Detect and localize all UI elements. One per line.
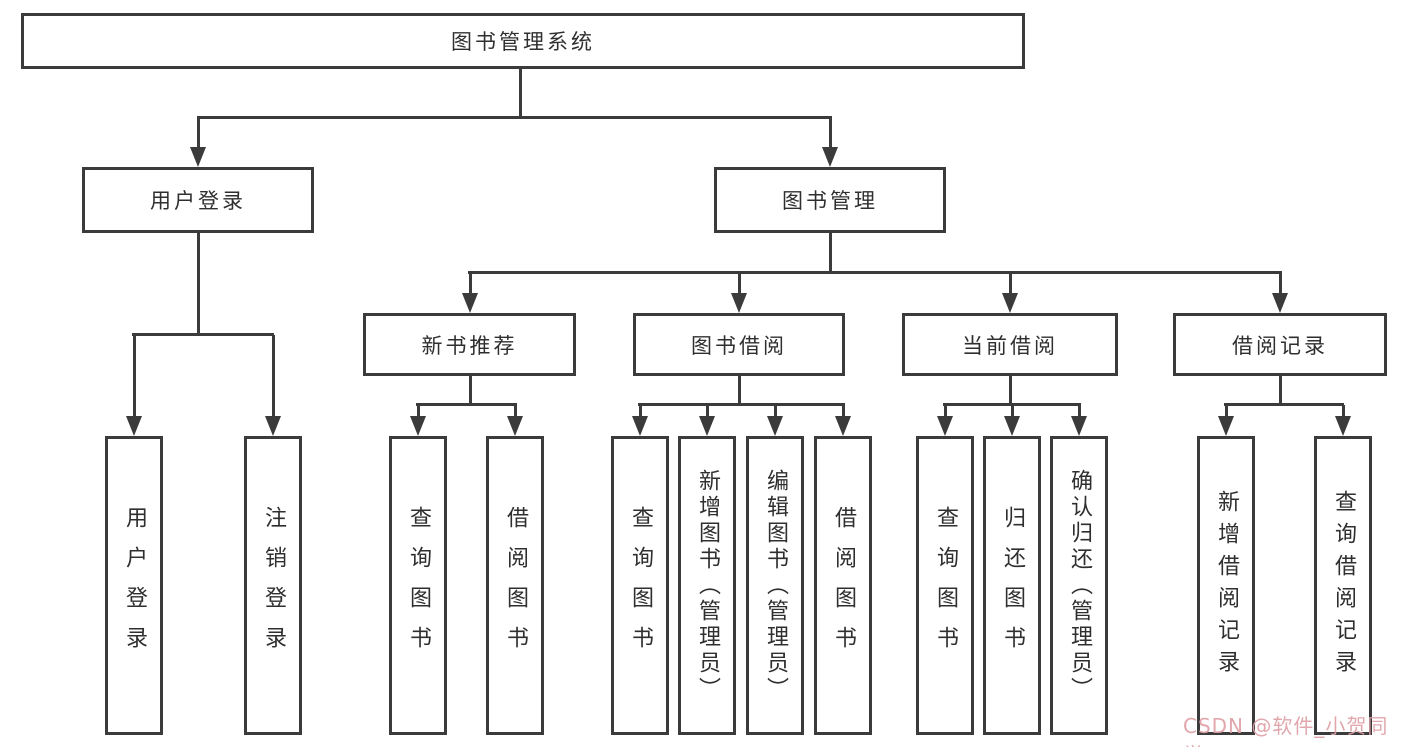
node-book-mgmt-label: 图书管理 — [782, 189, 878, 213]
leaf-add-borrow-record: 新增借阅记录 — [1197, 436, 1255, 735]
connector-root-drop — [519, 69, 522, 118]
node-root-label: 图书管理系统 — [451, 30, 595, 54]
node-borrow-record: 借阅记录 — [1173, 313, 1387, 376]
leaf-logout: 注销登录 — [244, 436, 302, 735]
arrow-down-icon — [507, 416, 523, 436]
leaf-borrow-books-recommend-label: 借阅图书 — [503, 505, 528, 666]
leaf-query-books-current: 查询图书 — [916, 436, 974, 735]
connector-user-leaf1-stem — [133, 335, 136, 416]
connector-group2-leaf4-stem — [842, 405, 845, 417]
connector-group2-rail — [638, 403, 845, 406]
connector-group4-leaf1-stem — [1225, 405, 1228, 417]
arrow-down-icon — [822, 147, 838, 167]
connector-group2-leaf3-stem — [774, 405, 777, 417]
connector-group3-leaf1-stem — [944, 405, 947, 417]
leaf-edit-books-admin: 编辑图书（管理员） — [746, 436, 804, 735]
connector-group2-drop — [738, 376, 741, 405]
leaf-user-login: 用户登录 — [105, 436, 163, 735]
leaf-query-books-borrow-label: 查询图书 — [628, 505, 653, 666]
leaf-query-books-borrow: 查询图书 — [611, 436, 669, 735]
arrow-down-icon — [699, 416, 715, 436]
node-user-login: 用户登录 — [82, 167, 314, 233]
arrow-down-icon — [937, 416, 953, 436]
arrow-down-icon — [731, 293, 747, 313]
node-current-borrow-label: 当前借阅 — [962, 333, 1058, 358]
connector-group3-drop — [1009, 376, 1012, 405]
connector-group3-rail — [943, 403, 1081, 406]
connector-group4-leaf2-stem — [1342, 405, 1345, 417]
connector-group3-leaf3-stem — [1078, 405, 1081, 417]
connector-group4-rail — [1224, 403, 1344, 406]
connector-user-login-rail — [132, 333, 274, 336]
connector-level2-rail — [468, 271, 1282, 274]
connector-group1-leaf2-stem — [514, 405, 517, 417]
connector-group1-leaf1-stem — [417, 405, 420, 417]
connector-group2-leaf2-stem — [706, 405, 709, 417]
connector-group1-rail — [416, 403, 517, 406]
connector-group1-drop — [469, 376, 472, 405]
connector-group2-stem — [738, 273, 741, 293]
leaf-logout-label: 注销登录 — [261, 505, 286, 666]
arrow-down-icon — [1218, 416, 1234, 436]
arrow-down-icon — [1002, 293, 1018, 313]
connector-group2-leaf1-stem — [639, 405, 642, 417]
leaf-query-borrow-record-label: 查询借阅记录 — [1331, 489, 1356, 682]
arrow-down-icon — [767, 416, 783, 436]
node-new-book-recommend-label: 新书推荐 — [421, 333, 518, 358]
leaf-confirm-return-admin-label: 确认归还（管理员） — [1067, 468, 1092, 703]
leaf-query-books-current-label: 查询图书 — [933, 505, 958, 666]
connector-user-leaf2-stem — [272, 335, 275, 416]
leaf-add-borrow-record-label: 新增借阅记录 — [1214, 489, 1239, 682]
arrow-down-icon — [126, 416, 142, 436]
csdn-watermark: CSDN @软件_小贺同学 — [1183, 714, 1389, 747]
leaf-user-login-label: 用户登录 — [122, 505, 147, 666]
node-book-borrow: 图书借阅 — [633, 313, 845, 376]
connector-group3-stem — [1009, 273, 1012, 293]
leaf-confirm-return-admin: 确认归还（管理员） — [1050, 436, 1108, 735]
leaf-return-books: 归还图书 — [983, 436, 1041, 735]
connector-user-login-drop — [197, 233, 200, 335]
leaf-borrow-books: 借阅图书 — [814, 436, 872, 735]
leaf-add-books-admin-label: 新增图书（管理员） — [695, 468, 720, 703]
connector-book-mgmt-stem — [829, 118, 832, 148]
node-borrow-record-label: 借阅记录 — [1232, 333, 1328, 358]
node-book-mgmt: 图书管理 — [714, 167, 946, 233]
arrow-down-icon — [462, 293, 478, 313]
node-new-book-recommend: 新书推荐 — [363, 313, 576, 376]
node-book-borrow-label: 图书借阅 — [691, 333, 787, 358]
leaf-edit-books-admin-label: 编辑图书（管理员） — [763, 468, 788, 703]
connector-user-login-stem — [197, 118, 200, 148]
leaf-add-books-admin: 新增图书（管理员） — [678, 436, 736, 735]
connector-group4-stem — [1279, 273, 1282, 293]
connector-book-mgmt-drop — [829, 233, 832, 273]
connector-group1-stem — [469, 273, 472, 293]
arrow-down-icon — [835, 416, 851, 436]
connector-level1-rail — [197, 116, 832, 119]
leaf-query-books-recommend-label: 查询图书 — [406, 505, 431, 666]
arrow-down-icon — [265, 416, 281, 436]
leaf-borrow-books-label: 借阅图书 — [831, 505, 856, 666]
arrow-down-icon — [1004, 416, 1020, 436]
leaf-query-borrow-record: 查询借阅记录 — [1314, 436, 1372, 735]
node-root: 图书管理系统 — [21, 13, 1025, 69]
arrow-down-icon — [632, 416, 648, 436]
arrow-down-icon — [410, 416, 426, 436]
leaf-return-books-label: 归还图书 — [1000, 505, 1025, 666]
arrow-down-icon — [1335, 416, 1351, 436]
arrow-down-icon — [190, 147, 206, 167]
leaf-borrow-books-recommend: 借阅图书 — [486, 436, 544, 735]
connector-group3-leaf2-stem — [1011, 405, 1014, 417]
node-current-borrow: 当前借阅 — [902, 313, 1118, 376]
arrow-down-icon — [1071, 416, 1087, 436]
arrow-down-icon — [1272, 293, 1288, 313]
leaf-query-books-recommend: 查询图书 — [389, 436, 447, 735]
connector-group4-drop — [1279, 376, 1282, 405]
node-user-login-label: 用户登录 — [150, 189, 246, 213]
